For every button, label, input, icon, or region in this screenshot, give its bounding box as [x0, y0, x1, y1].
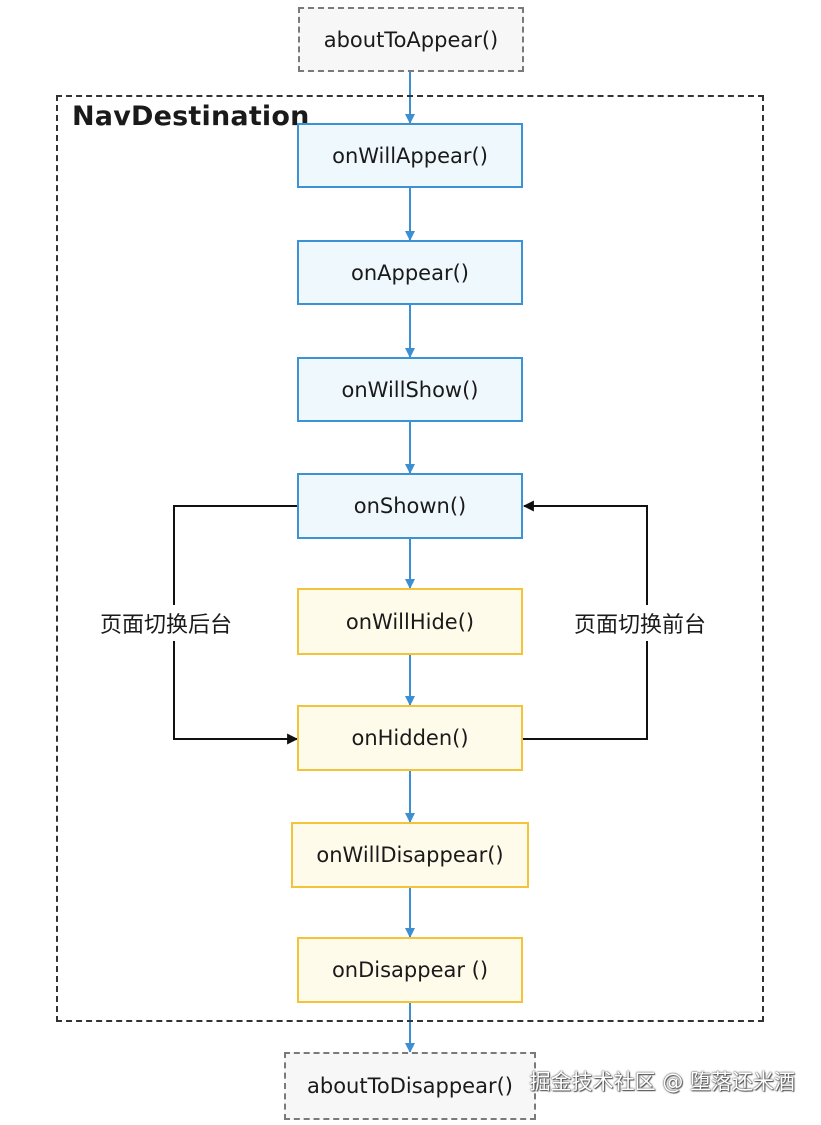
label-to-foreground: 页面切换前台: [574, 605, 707, 641]
node-on-will-show: onWillShow(): [297, 357, 523, 422]
node-on-hidden: onHidden(): [297, 705, 523, 771]
nav-destination-title: NavDestination: [72, 101, 310, 132]
node-on-disappear: onDisappear (): [297, 937, 523, 1003]
node-about-to-disappear: aboutToDisappear(): [284, 1052, 536, 1120]
node-on-will-hide: onWillHide(): [297, 588, 523, 655]
nav-destination-container: [56, 95, 764, 1022]
node-about-to-appear: aboutToAppear(): [298, 7, 524, 72]
watermark-text: 掘金技术社区 @ 堕落还米酒: [529, 1070, 795, 1094]
node-on-appear: onAppear(): [297, 240, 523, 305]
node-on-will-disappear: onWillDisappear(): [291, 822, 529, 888]
label-to-background: 页面切换后台: [100, 605, 233, 641]
node-on-shown: onShown(): [297, 473, 523, 539]
node-on-will-appear: onWillAppear(): [297, 123, 523, 188]
